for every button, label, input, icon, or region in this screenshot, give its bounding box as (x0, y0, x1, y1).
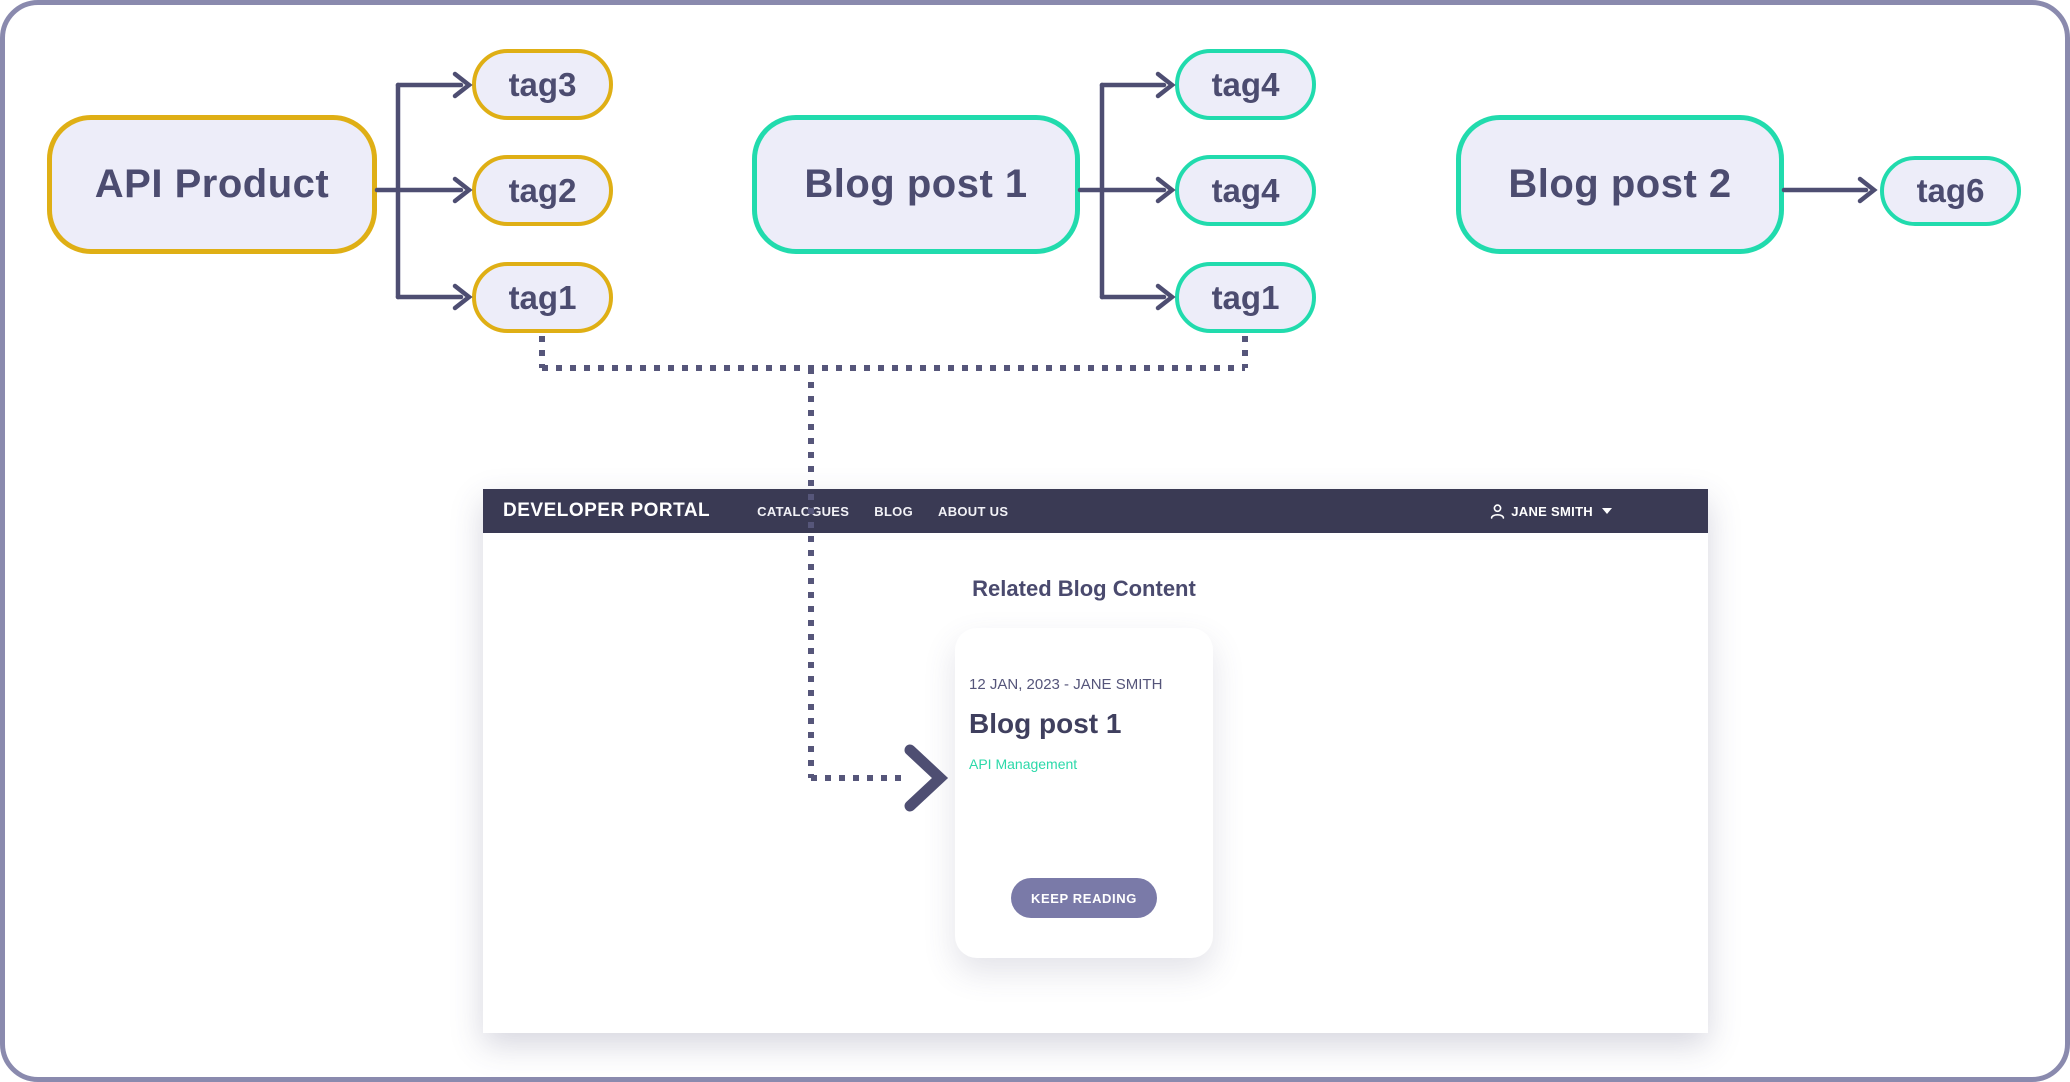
tag-label: tag4 (1211, 65, 1280, 103)
tag-pill-tag6: tag6 (1880, 156, 2021, 226)
diagram-node-blog-post-1: Blog post 1 (752, 115, 1080, 254)
tag-label: tag1 (1211, 278, 1280, 316)
node-label: Blog post 2 (1508, 162, 1732, 206)
blog-card-meta: 12 JAN, 2023 - JANE SMITH (969, 676, 1163, 693)
nav-link-catalogues[interactable]: CATALOGUES (757, 503, 850, 519)
section-title: Related Blog Content (972, 576, 1196, 601)
developer-portal-window: DEVELOPER PORTAL CATALOGUES BLOG ABOUT U… (483, 489, 1708, 1033)
blog-card-tag-link[interactable]: API Management (969, 756, 1078, 772)
tag-label: tag6 (1916, 172, 1985, 209)
node-label: Blog post 1 (804, 162, 1028, 206)
portal-brand: DEVELOPER PORTAL (503, 500, 711, 521)
user-name: JANE SMITH (1511, 503, 1593, 519)
portal-navbar: DEVELOPER PORTAL CATALOGUES BLOG ABOUT U… (483, 489, 1708, 533)
person-icon (1491, 503, 1505, 519)
tag-pill-tag3: tag3 (472, 49, 613, 120)
diagram-node-api-product: API Product (47, 115, 377, 254)
tag-label: tag4 (1211, 171, 1280, 209)
tag-label: tag3 (508, 65, 577, 103)
tag-pill-tag1-api: tag1 (472, 262, 613, 333)
tag-label: tag2 (508, 171, 577, 209)
diagram-node-blog-post-2: Blog post 2 (1456, 115, 1784, 254)
tag-label: tag1 (508, 278, 577, 316)
node-label: API Product (94, 162, 330, 206)
tag-pill-tag2: tag2 (472, 155, 613, 226)
blog-card: 12 JAN, 2023 - JANE SMITH Blog post 1 AP… (955, 628, 1213, 958)
tag-pill-tag4-a: tag4 (1175, 49, 1316, 120)
blog-card-title: Blog post 1 (969, 708, 1122, 739)
nav-link-about-us[interactable]: ABOUT US (938, 503, 1009, 519)
nav-link-blog[interactable]: BLOG (874, 503, 914, 519)
tag-pill-tag4-b: tag4 (1175, 155, 1316, 226)
portal-nav: CATALOGUES BLOG ABOUT US (757, 504, 1008, 519)
tag-pill-tag1-blog: tag1 (1175, 262, 1316, 333)
user-menu[interactable]: JANE SMITH (1489, 503, 1612, 520)
chevron-down-icon (1602, 508, 1612, 514)
keep-reading-button[interactable]: KEEP READING (1011, 878, 1157, 918)
